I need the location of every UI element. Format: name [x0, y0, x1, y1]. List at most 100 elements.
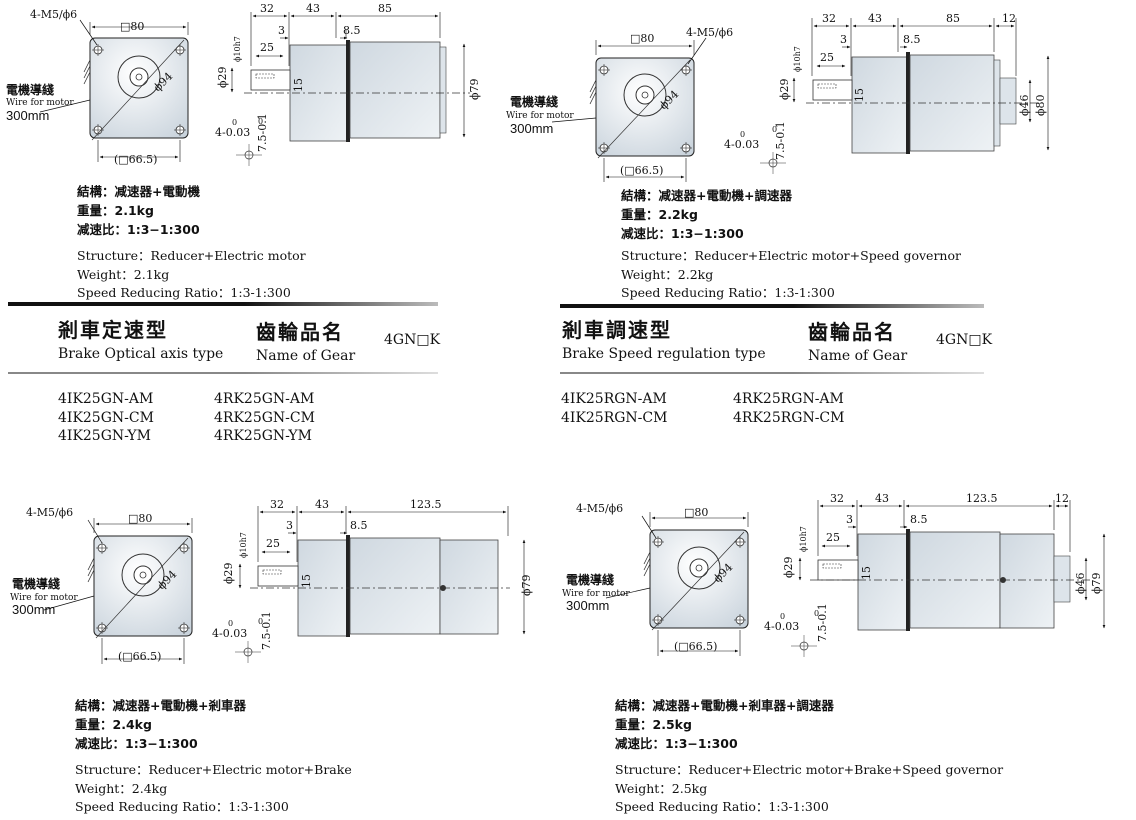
- dim-25: 25: [266, 537, 280, 550]
- spec-structure-cn: 結構：减速器+電動機+調速器: [621, 188, 792, 203]
- dim-32: 32: [830, 492, 844, 505]
- dim-phi29: ϕ29: [778, 79, 791, 101]
- diagram-brake-speed-brake: 4-M5/ϕ6 □80 ϕ94 (□66.5) 電機導綫 Wire for mo…: [562, 492, 1106, 657]
- wire-label-cn: 電機導綫: [12, 576, 60, 591]
- dim-25: 25: [260, 41, 274, 54]
- key-detail: 4-0.03 0 7.5-0.1 0: [212, 611, 273, 663]
- section-title-left: 剎車定速型: [58, 318, 168, 342]
- dim-32: 32: [822, 12, 836, 25]
- section-divider-left-bottom: [8, 372, 438, 374]
- spec-block-bl: 結構：减速器+電動機+剎車器 重量：2.4kg 减速比：1:3−1:300 St…: [75, 696, 352, 817]
- spec-weight-cn: 重量：2.1kg: [77, 203, 154, 218]
- key-width-upper: 0: [740, 130, 745, 139]
- dim-43: 43: [875, 492, 889, 505]
- key-width: 4-0.03: [215, 126, 250, 139]
- dim-8-5: 8.5: [903, 33, 921, 46]
- dim-phi29: ϕ29: [222, 563, 235, 585]
- shaft-tolerance: ϕ10h7: [239, 532, 248, 558]
- wire-length: 300mm: [12, 602, 55, 617]
- section-title-right: 剎車調速型: [562, 318, 672, 342]
- side-view: 32 43 123.5 25 3 8.5 ϕ10h7 ϕ29 15 ϕ79 4-…: [212, 498, 533, 663]
- spec-structure-cn: 結構：减速器+電動機: [77, 184, 200, 199]
- key-detail: 4-0.03 0 7.5-0.1 0: [215, 113, 269, 166]
- dim-phi29: ϕ29: [216, 67, 229, 89]
- model-item: 4RK25GN-AM: [214, 391, 315, 407]
- spec-weight-en: Weight：2.5kg: [615, 780, 708, 796]
- spec-ratio-cn: 减速比：1:3−1:300: [77, 222, 200, 237]
- pcd-label: (□66.5): [118, 650, 161, 663]
- section-subtitle-left: Brake Optical axis type: [58, 346, 224, 362]
- front-view: 4-M5/ϕ6 □80 ϕ94 (□66.5) 電機導綫 Wire for mo…: [562, 502, 749, 656]
- spec-ratio-en: Speed Reducing Ratio：1:3-1:300: [621, 285, 835, 300]
- spec-structure-cn: 結構：减速器+電動機+剎車器: [75, 698, 246, 713]
- model-item: 4IK25RGN-AM: [561, 391, 667, 407]
- diagram-brake-speed-basic: 4-M5/ϕ6 □80 ϕ94 (□66.5) 電機導綫 Wire for mo…: [506, 12, 1050, 182]
- pcd-label: (□66.5): [620, 164, 663, 177]
- key-width: 4-0.03: [764, 620, 799, 633]
- dim-3: 3: [840, 33, 847, 46]
- spec-weight-cn: 重量：2.4kg: [75, 717, 152, 732]
- gear-name-subtitle-left: Name of Gear: [256, 348, 356, 364]
- section-divider-left: [8, 302, 438, 306]
- dim-3: 3: [278, 24, 285, 37]
- spec-structure-en: Structure：Reducer+Electric motor+Brake: [75, 762, 352, 777]
- spec-block-tr: 結構：减速器+電動機+調速器 重量：2.2kg 减速比：1:3−1:300 St…: [621, 186, 961, 303]
- square-label: □80: [684, 506, 708, 519]
- dim-15: 15: [853, 88, 866, 102]
- dim-12: 12: [1002, 12, 1016, 25]
- dim-phi46: ϕ46: [1074, 573, 1087, 595]
- dim-8-5: 8.5: [910, 513, 928, 526]
- shaft-tolerance: ϕ10h7: [793, 46, 802, 72]
- holes-label: 4-M5/ϕ6: [576, 502, 623, 515]
- gear-model-left: 4GN□K: [384, 332, 441, 348]
- section-divider-right: [560, 304, 984, 308]
- front-view: 4-M5/ϕ6 □80 ϕ94 (□66.5) 電機導綫 Wire for mo…: [506, 26, 733, 182]
- model-item: 4RK25GN-CM: [214, 409, 315, 426]
- wire-length: 300mm: [510, 121, 553, 136]
- spec-block-br: 結構：减速器+電動機+剎車器+調速器 重量：2.5kg 减速比：1:3−1:30…: [615, 696, 1003, 817]
- side-view: 32 43 85 12 25 3 8.5 ϕ10h7 ϕ29 15 ϕ46 ϕ8…: [724, 12, 1050, 174]
- dim-85: 85: [378, 2, 392, 15]
- model-list-left: 4IK25GN-AM 4RK25GN-AM 4IK25GN-CM 4RK25GN…: [58, 390, 354, 446]
- spec-ratio-cn: 减速比：1:3−1:300: [615, 736, 738, 751]
- dim-15: 15: [292, 78, 305, 92]
- key-depth-upper: 0: [258, 617, 263, 626]
- section-subtitle-right: Brake Speed regulation type: [562, 346, 766, 362]
- model-item: 4IK25GN-AM: [58, 391, 154, 407]
- model-item: 4RK25RGN-CM: [733, 409, 845, 426]
- dim-phi79: ϕ79: [1090, 573, 1103, 595]
- dim-15: 15: [300, 574, 313, 588]
- wire-label-en: Wire for motor: [10, 593, 78, 603]
- spec-structure-en: Structure：Reducer+Electric motor: [77, 248, 306, 263]
- key-width: 4-0.03: [212, 627, 247, 640]
- key-width: 4-0.03: [724, 138, 759, 151]
- dim-85: 85: [946, 12, 960, 25]
- square-label: □80: [128, 512, 152, 525]
- spec-structure-en: Structure：Reducer+Electric motor+Speed g…: [621, 248, 961, 263]
- pcd-label: (□66.5): [674, 640, 717, 653]
- dim-43: 43: [315, 498, 329, 511]
- diagram-brake-optical-basic: 4-M5/ϕ6 □80 ϕ94 (□66.5) 電機導綫 Wire for mo…: [6, 2, 481, 166]
- dim-8-5: 8.5: [343, 24, 361, 37]
- spec-weight-cn: 重量：2.5kg: [615, 717, 692, 732]
- dim-43: 43: [306, 2, 320, 15]
- key-detail: 4-0.03 0 7.5-0.1 0: [724, 121, 787, 174]
- spec-weight-en: Weight：2.1kg: [77, 266, 170, 282]
- wire-label-en: Wire for motor: [506, 111, 574, 121]
- model-item: 4IK25GN-YM: [58, 428, 151, 444]
- spec-weight-en: Weight：2.4kg: [75, 780, 168, 796]
- spec-ratio-cn: 减速比：1:3−1:300: [75, 736, 198, 751]
- gear-name-title-left: 齒輪品名: [256, 320, 344, 344]
- key-depth: 7.5-0.1: [774, 121, 787, 160]
- pcd-label: (□66.5): [114, 153, 157, 166]
- wire-label-cn: 電機導綫: [510, 94, 558, 109]
- spec-block-tl: 結構：减速器+電動機 重量：2.1kg 减速比：1:3−1:300 Struct…: [77, 182, 306, 303]
- dim-123-5: 123.5: [966, 492, 998, 505]
- dim-32: 32: [260, 2, 274, 15]
- wire-length: 300mm: [6, 108, 49, 123]
- key-width-upper: 0: [228, 619, 233, 628]
- dim-3: 3: [286, 519, 293, 532]
- dim-phi80: ϕ80: [1034, 95, 1047, 117]
- gear-name-subtitle-right: Name of Gear: [808, 348, 908, 364]
- dim-25: 25: [826, 531, 840, 544]
